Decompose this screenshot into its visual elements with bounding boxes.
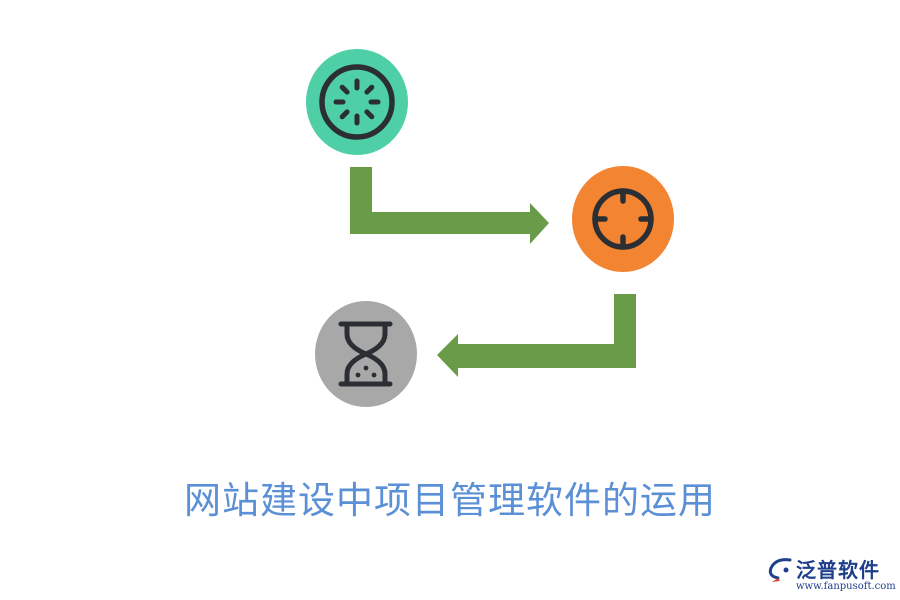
brand-logo: 泛普软件 www.fanpusoft.com — [766, 554, 896, 598]
crosshair-icon — [592, 188, 654, 250]
hourglass-icon — [338, 321, 393, 387]
step1-node — [306, 49, 408, 155]
step3-node — [315, 301, 417, 407]
arrow-step1-to-step2 — [350, 167, 549, 244]
diagram-caption: 网站建设中项目管理软件的运用 — [184, 479, 716, 522]
brand-mark-icon — [768, 558, 792, 582]
brand-name: 泛普软件 — [796, 558, 880, 582]
brand-url: www.fanpusoft.com — [796, 581, 896, 592]
gear-icon — [319, 64, 395, 140]
step2-circle — [572, 166, 674, 272]
arrow-step2-to-step3 — [437, 294, 636, 377]
step2-node — [572, 166, 674, 272]
